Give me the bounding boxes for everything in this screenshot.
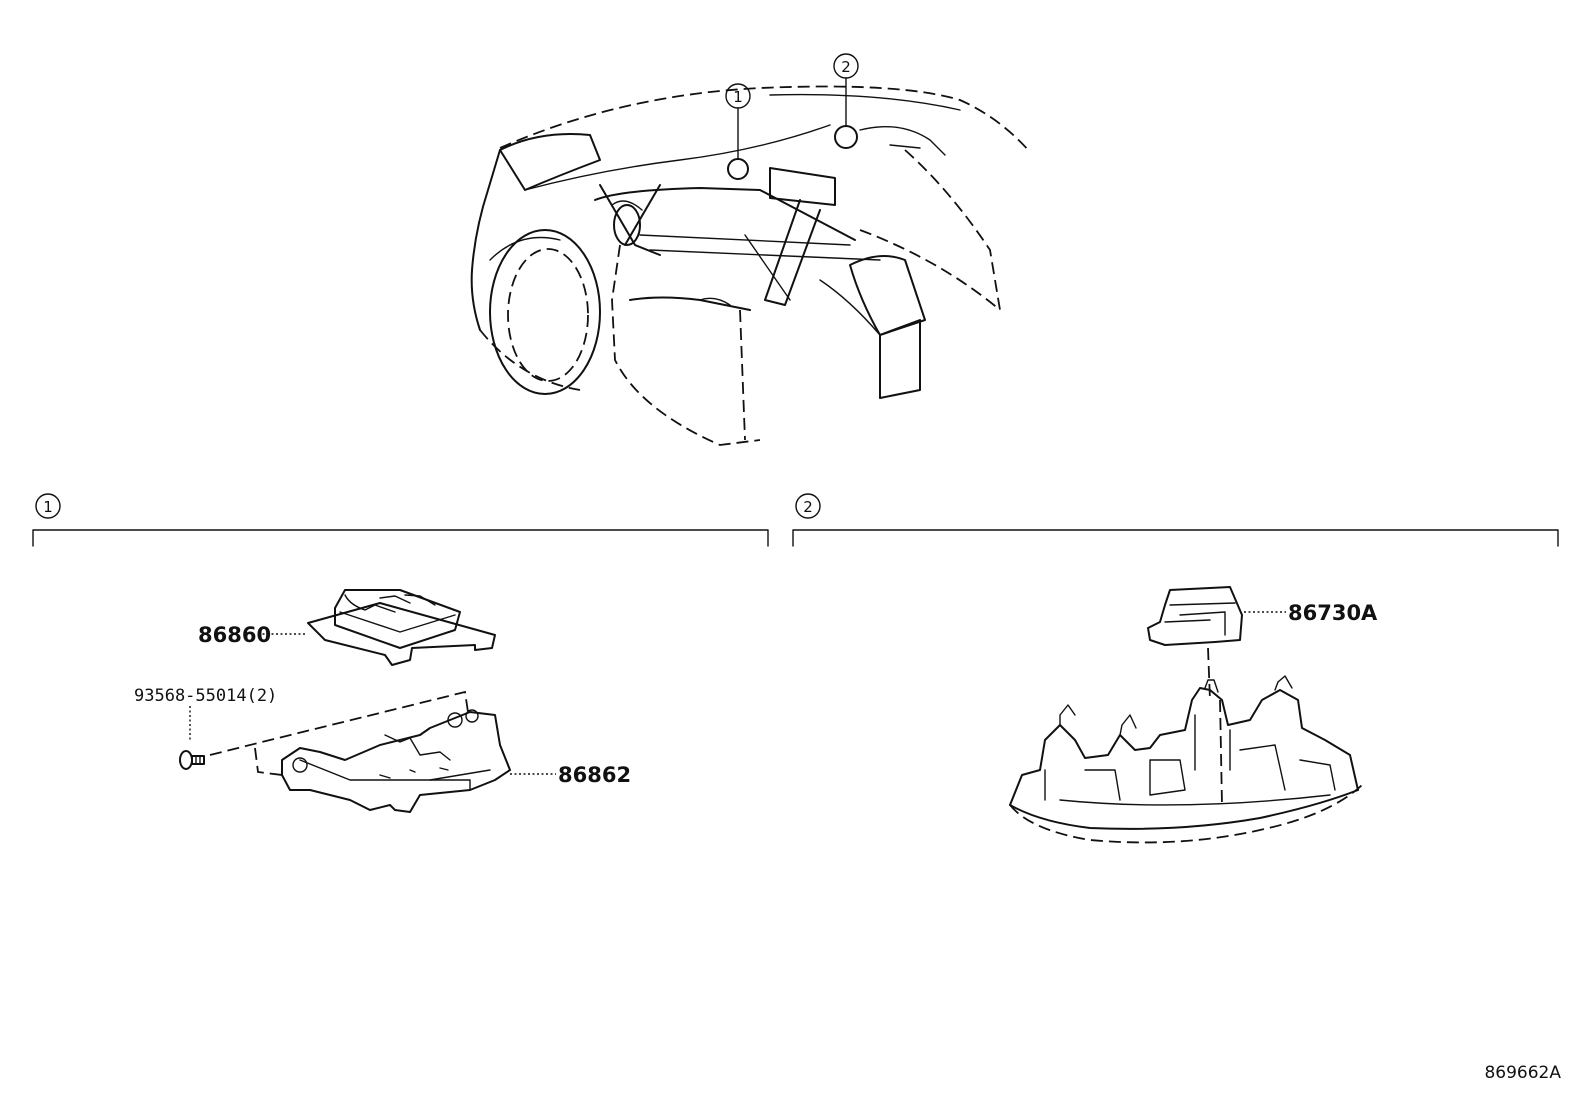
console-housing-illustration [1009,675,1363,844]
sensor-86730A-illustration [1147,586,1243,646]
part-label-86862: 86862 [558,763,631,787]
section-1-label: 1 [43,498,53,516]
location-callout-2-label: 2 [841,58,851,76]
location-marker-1: 1 [725,83,751,180]
location-marker-2: 2 [833,53,859,149]
part-label-86860: 86860 [198,623,271,647]
location-callout-1-label: 1 [733,88,743,106]
drawing-id: 869662A [1484,1063,1561,1083]
section-2-header: 2 [792,493,1559,547]
section-2-label: 2 [803,498,813,516]
module-86860-illustration [307,589,496,666]
section-1-header: 1 [32,493,769,547]
part-label-86730A: 86730A [1288,601,1378,625]
screw-illustration [179,750,205,770]
bracket-86862-illustration [209,690,511,813]
vehicle-interior-illustration [470,85,1031,446]
part-label-93568-55014: 93568-55014(2) [134,686,277,706]
